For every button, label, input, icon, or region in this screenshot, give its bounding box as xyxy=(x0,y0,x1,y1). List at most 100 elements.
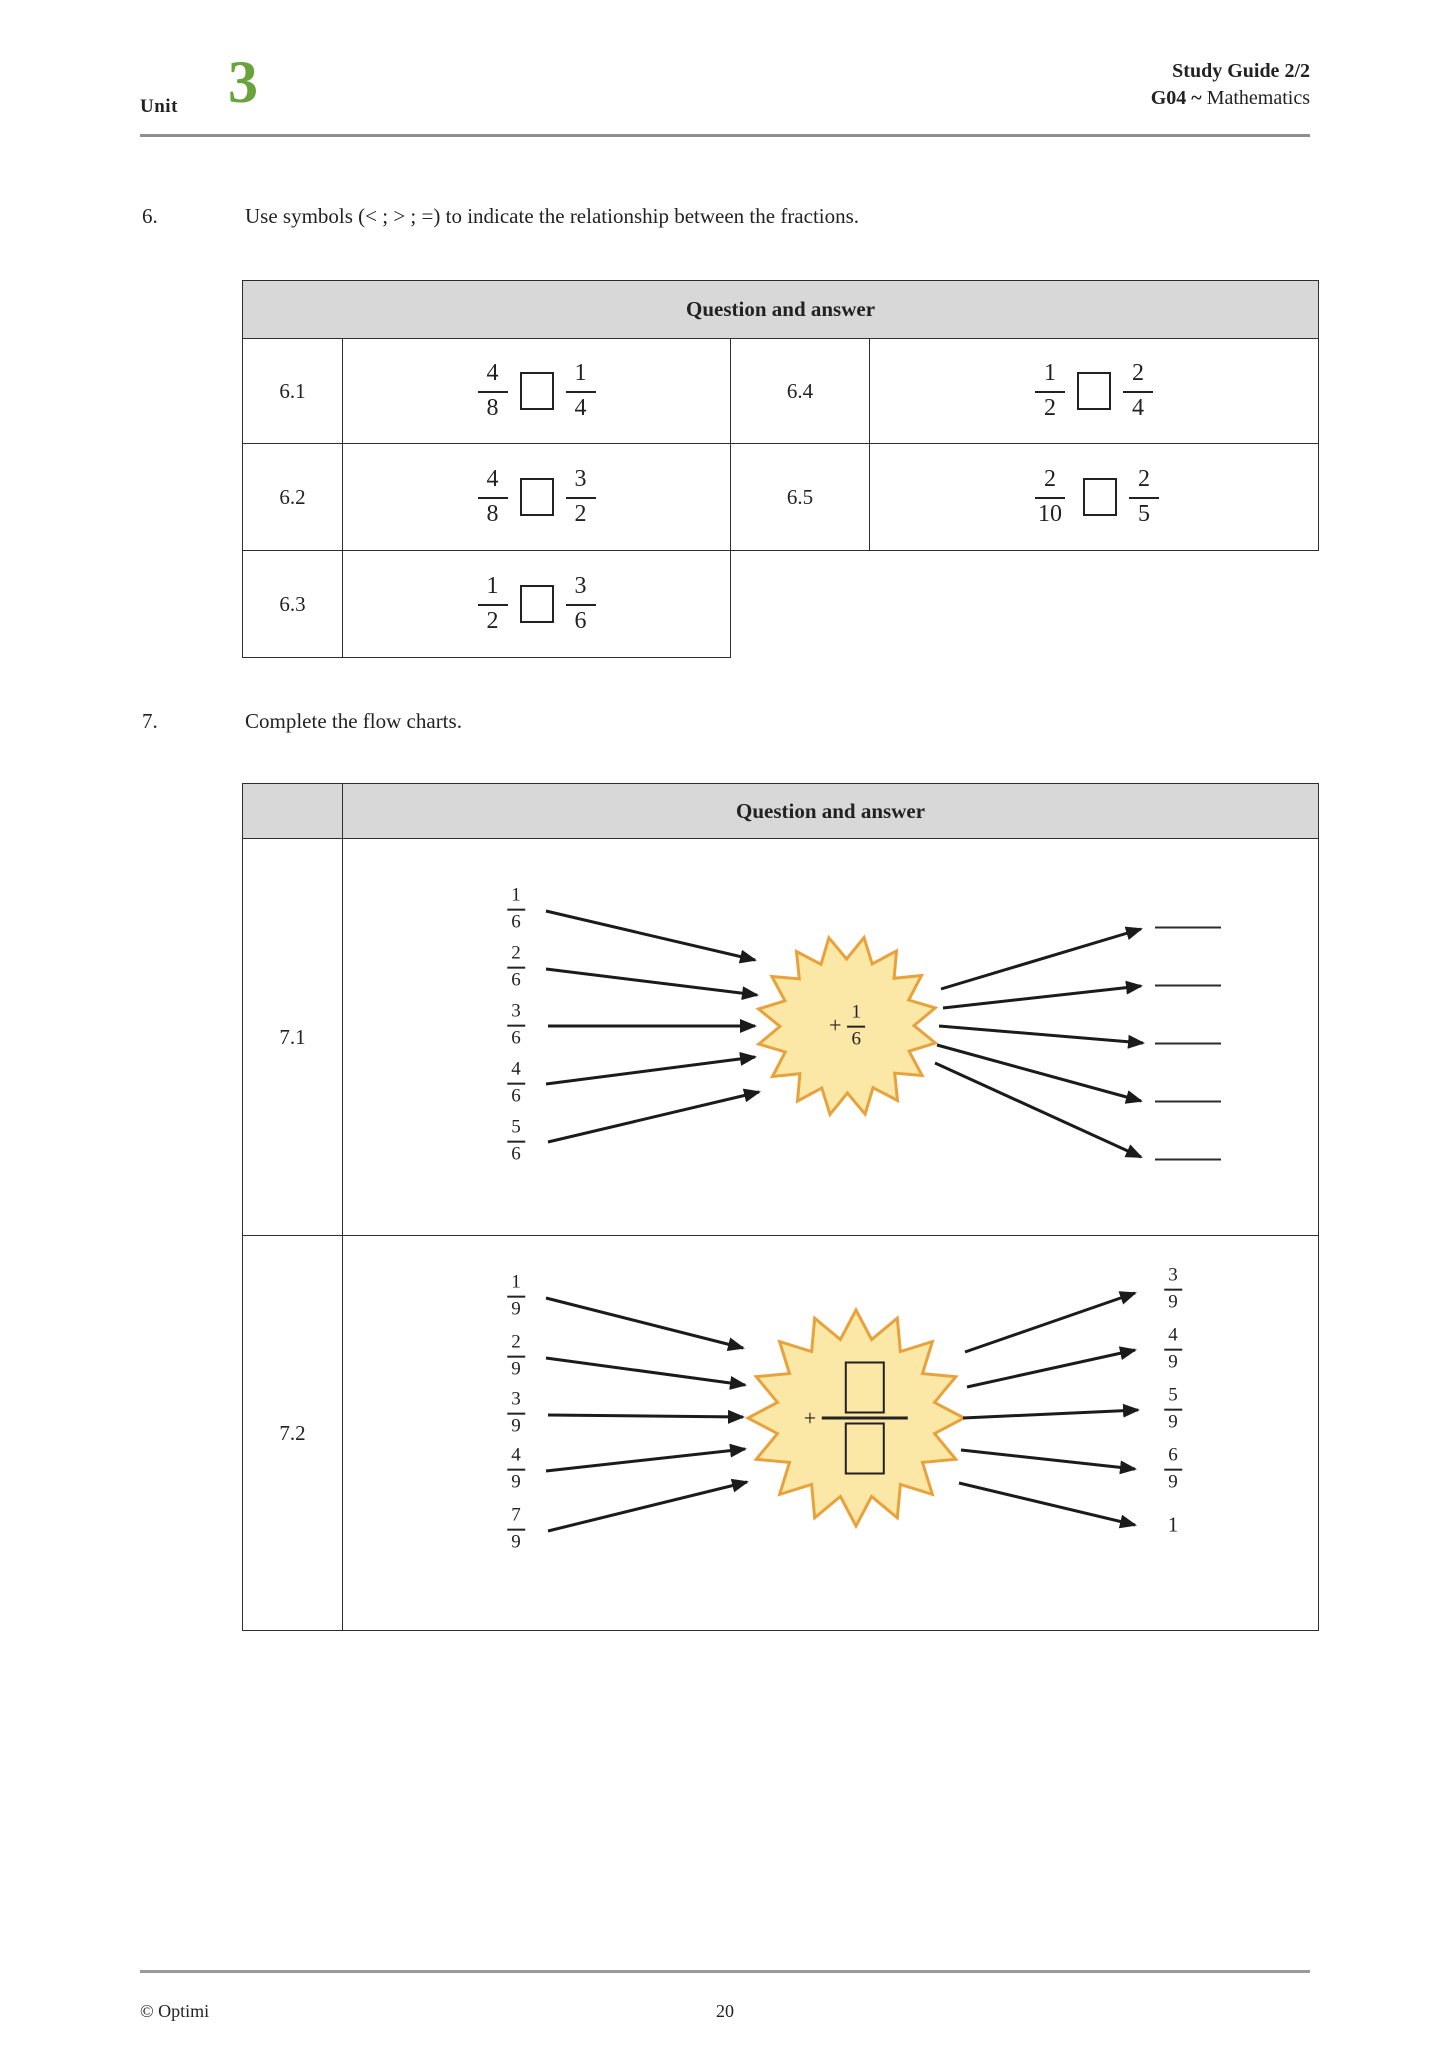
answer-box xyxy=(1083,478,1118,516)
question-7-number: 7. xyxy=(142,709,158,733)
unit-number: 3 xyxy=(228,49,258,115)
answer-box xyxy=(519,585,554,623)
answer-blank-line xyxy=(1155,1156,1221,1161)
footer-divider xyxy=(140,1970,1310,1973)
table-header-spacer xyxy=(242,783,343,839)
denominator-answer-box xyxy=(845,1422,886,1475)
item-label: 6.2 xyxy=(242,443,343,551)
arrow-in xyxy=(547,1478,749,1533)
arrow-out xyxy=(936,1043,1143,1104)
plus-sign: + xyxy=(803,1405,817,1430)
copyright: © Optimi xyxy=(140,2001,210,2021)
item-label: 7.2 xyxy=(242,1235,343,1631)
fraction-bar xyxy=(822,1416,909,1420)
course-line: G04 ~ Mathematics xyxy=(1151,85,1310,112)
flowchart-arrows xyxy=(545,909,1145,1159)
question-6-number: 6. xyxy=(142,204,158,228)
output-whole-number: 1 xyxy=(1167,1512,1179,1537)
unit-label: Unit xyxy=(140,96,178,117)
table-header-q7: Question and answer xyxy=(342,783,1319,839)
arrow-out xyxy=(960,1448,1137,1475)
operation-rule: + xyxy=(803,1361,909,1475)
empty-region xyxy=(731,551,1319,658)
guide-title: Study Guide 2/2 xyxy=(1172,60,1310,82)
arrow-out xyxy=(940,926,1143,991)
header-right: Study Guide 2/2 G04 ~ Mathematics xyxy=(1151,58,1310,112)
answer-box xyxy=(1077,372,1112,410)
answer-blank-line xyxy=(1155,1040,1221,1045)
arrow-in xyxy=(545,1356,747,1390)
course-code: G04 ~ xyxy=(1150,87,1202,109)
arrow-out xyxy=(964,1291,1137,1354)
arrow-in xyxy=(545,967,759,1001)
answer-blank-line xyxy=(1155,982,1221,987)
answer-blank-line xyxy=(1155,1098,1221,1103)
question-6-prompt: Use symbols (< ; > ; =) to indicate the … xyxy=(245,204,860,228)
question-7-prompt: Complete the flow charts. xyxy=(245,709,462,733)
arrow-in xyxy=(545,909,757,964)
item-label: 7.1 xyxy=(242,838,343,1236)
arrow-out xyxy=(938,1024,1145,1049)
item-label: 6.4 xyxy=(730,338,870,444)
item-label: 6.3 xyxy=(242,550,343,658)
plus-sign: + xyxy=(829,1013,842,1038)
item-label: 6.5 xyxy=(730,443,870,551)
arrow-out xyxy=(966,1346,1137,1389)
course-subject: Mathematics xyxy=(1206,87,1310,109)
arrow-in xyxy=(545,1051,757,1086)
header-divider xyxy=(140,134,1310,137)
item-label: 6.1 xyxy=(242,338,343,444)
question-7-table: Question and answer 7.1 xyxy=(242,783,1319,1631)
answer-box xyxy=(519,478,554,516)
arrow-out xyxy=(934,1061,1143,1159)
answer-blank-line xyxy=(1155,924,1221,929)
starburst-shape xyxy=(755,934,939,1118)
arrow-in xyxy=(545,1443,747,1473)
arrow-in xyxy=(547,1409,745,1424)
arrow-in xyxy=(545,1296,745,1352)
numerator-answer-box xyxy=(845,1361,886,1414)
table-row: 7.1 xyxy=(242,838,1319,1236)
operation-empty-fraction xyxy=(822,1361,909,1475)
table-header-q6: Question and answer xyxy=(241,280,1320,339)
page-number: 20 xyxy=(716,2001,734,2021)
arrow-out xyxy=(962,1403,1140,1420)
arrow-out xyxy=(942,980,1143,1010)
arrow-in xyxy=(547,1088,761,1144)
arrow-out xyxy=(958,1481,1137,1529)
